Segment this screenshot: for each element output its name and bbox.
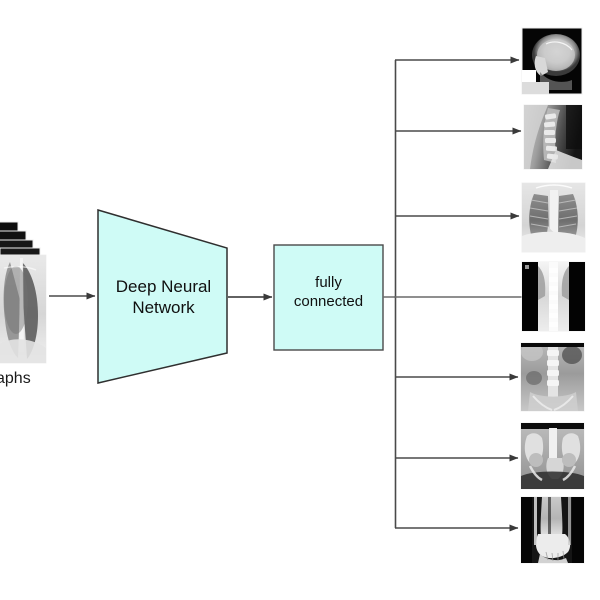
ankle-foot-xray-icon[interactable] [520, 496, 585, 564]
input-xray-stack [0, 221, 47, 364]
chest-xray-icon [0, 255, 46, 363]
input-stack-label: aphs [0, 370, 31, 387]
skull-xray-icon[interactable] [521, 27, 583, 95]
pelvis-xray-icon[interactable] [520, 422, 585, 490]
chest-xray-icon[interactable] [521, 182, 586, 253]
abdomen-lumbar-xray-icon[interactable] [520, 342, 585, 412]
thoracic-spine-xray-icon[interactable] [521, 261, 586, 332]
cervical-spine-xray-icon[interactable] [523, 104, 583, 170]
fully-connected-node[interactable] [273, 244, 384, 351]
output-branch-arrows [383, 56, 522, 532]
deep-neural-network-node[interactable] [97, 208, 228, 384]
